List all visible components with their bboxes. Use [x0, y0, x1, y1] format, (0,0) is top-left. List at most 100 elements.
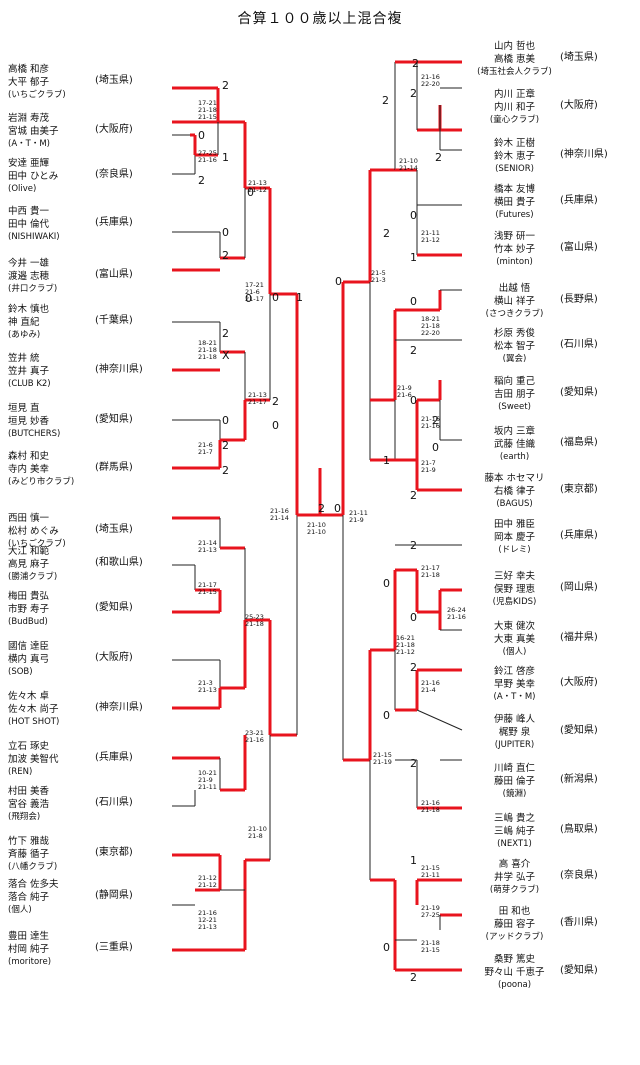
- prefecture-label: (新潟県): [560, 774, 598, 785]
- player-entry: 杉原 秀俊松本 智子(翼会): [462, 327, 567, 366]
- player-name: 鈴木 慎也: [8, 304, 50, 315]
- match-score: 21-16 21-14: [270, 507, 289, 522]
- prefecture-label: (埼玉県): [95, 524, 133, 535]
- player-entry: 鈴木 正樹鈴木 恵子(SENIOR): [462, 137, 567, 176]
- club-name: (ドレミ): [498, 545, 531, 555]
- match-score: 21-9 21-6: [397, 384, 412, 399]
- player-name: 横内 真弓: [8, 654, 50, 665]
- club-name: (アッドクラブ): [485, 932, 544, 942]
- prefecture-label: (大阪府): [560, 100, 598, 111]
- player-name: 内川 正章: [493, 89, 536, 100]
- match-result: 2: [382, 94, 389, 107]
- player-entry: 森村 和史寺内 美幸(みどり市クラブ): [8, 450, 98, 489]
- player-name: 落合 純子: [8, 892, 50, 903]
- match-score: 23-21 21-16: [245, 729, 264, 744]
- player-name: 井学 弘子: [493, 872, 536, 883]
- match-result: 2: [383, 227, 390, 240]
- match-score: 21-11 21-12: [421, 229, 440, 244]
- prefecture-label: (和歌山県): [95, 557, 143, 568]
- player-name: 豊田 達生: [8, 931, 50, 942]
- prefecture-label: (富山県): [95, 269, 133, 280]
- match-score: 21-15 21-19: [373, 751, 392, 766]
- match-result: 0: [334, 502, 341, 515]
- match-score: 21-18 21-15: [421, 939, 440, 954]
- match-score: 21-6 21-7: [198, 441, 213, 456]
- match-result: 0: [410, 295, 417, 308]
- player-name: 今井 一雄: [8, 258, 50, 269]
- match-result: 2: [410, 344, 417, 357]
- match-score: 16-21 21-18 21-12: [396, 634, 415, 656]
- player-entry: 竹下 雅哉斉藤 循子(八幡クラブ): [8, 835, 98, 874]
- player-name: 垣見 直: [8, 403, 40, 414]
- player-name: 岡本 慶子: [493, 532, 536, 543]
- player-entry: 伊藤 峰人梶野 泉(JUPITER): [462, 713, 567, 752]
- player-name: 竹下 雅哉: [8, 836, 50, 847]
- player-entry: 落合 佐多夫落合 純子(個人): [8, 878, 98, 917]
- match-score: 17-21 21-18 21-15: [198, 99, 217, 121]
- match-score: 21-17 21-18: [421, 564, 440, 579]
- club-name: (NISHIWAKI): [8, 232, 60, 242]
- prefecture-label: (福井県): [560, 632, 598, 643]
- player-name: 高橋 恵美: [493, 54, 536, 65]
- player-name: 松本 智子: [493, 341, 536, 352]
- club-name: (minton): [496, 257, 533, 267]
- player-name: 大東 真美: [493, 634, 536, 645]
- match-score: 21-14 21-13: [198, 539, 217, 554]
- player-name: 神 直紀: [8, 317, 40, 328]
- player-name: 早野 美幸: [493, 679, 536, 690]
- prefecture-label: (奈良県): [95, 169, 133, 180]
- match-score: 21-10 21-8: [248, 825, 267, 840]
- match-score: 21-3 21-13: [198, 679, 217, 694]
- player-name: 川崎 直仁: [493, 763, 536, 774]
- match-result: 2: [410, 757, 417, 770]
- prefecture-label: (愛知県): [560, 965, 598, 976]
- player-entry: 笠井 統笠井 真子(CLUB K2): [8, 352, 98, 391]
- prefecture-label: (香川県): [560, 917, 598, 928]
- match-score: 21-17 21-15: [198, 581, 217, 596]
- player-entry: 國信 達臣横内 真弓(SOB): [8, 640, 98, 679]
- player-entry: 村田 美香宮谷 義浩(飛翔会): [8, 785, 98, 824]
- player-name: 藤田 倫子: [493, 776, 536, 787]
- club-name: (さつきクラブ): [485, 309, 544, 319]
- match-score: 21-13 21-17: [248, 391, 267, 406]
- prefecture-label: (愛知県): [560, 725, 598, 736]
- player-name: 高橋 和彦: [8, 64, 50, 75]
- player-name: 竹本 妙子: [493, 244, 536, 255]
- player-entry: 川崎 直仁藤田 倫子(鏡淵): [462, 762, 567, 801]
- club-name: (八幡クラブ): [8, 862, 58, 872]
- player-entry: 安達 亜輝田中 ひとみ(Olive): [8, 157, 98, 196]
- prefecture-label: (愛知県): [560, 387, 598, 398]
- player-name: 鈴木 恵子: [493, 151, 536, 162]
- prefecture-label: (神奈川県): [95, 702, 143, 713]
- player-name: 横山 祥子: [493, 296, 536, 307]
- match-score: 21-16 21-18: [421, 799, 440, 814]
- club-name: (個人): [8, 905, 32, 915]
- match-result: 2: [272, 395, 279, 408]
- player-entry: 鈴木 慎也神 直紀(あゆみ): [8, 303, 98, 342]
- player-entry: 岩淵 寿茂宮城 由美子(A・T・M): [8, 112, 98, 151]
- prefecture-label: (兵庫県): [560, 195, 598, 206]
- player-name: 立石 琢史: [8, 741, 50, 752]
- player-name: 三嶋 純子: [493, 826, 536, 837]
- player-name: 西田 慎一: [8, 513, 50, 524]
- player-name: 出越 悟: [498, 283, 531, 294]
- player-name: 田中 ひとみ: [8, 171, 59, 182]
- match-score: 21-11 21-9: [349, 509, 368, 524]
- prefecture-label: (大阪府): [95, 652, 133, 663]
- club-name: (童心クラブ): [489, 115, 540, 125]
- prefecture-label: (埼玉県): [560, 52, 598, 63]
- match-score: 26-24 21-16: [447, 606, 466, 621]
- player-name: 高 喜介: [498, 859, 531, 870]
- prefecture-label: (長野県): [560, 294, 598, 305]
- match-result: 2: [222, 249, 229, 262]
- match-result: 1: [296, 291, 303, 304]
- match-score: 25-23 21-18: [245, 613, 264, 628]
- match-result: 0: [410, 209, 417, 222]
- prefecture-label: (大阪府): [560, 677, 598, 688]
- prefecture-label: (大阪府): [95, 124, 133, 135]
- player-name: 桑野 篤史: [493, 954, 536, 965]
- match-result: 0: [222, 226, 229, 239]
- player-entry: 内川 正章内川 和子(童心クラブ): [462, 88, 567, 127]
- player-entry: 今井 一雄渡邉 志穂(井口クラブ): [8, 257, 98, 296]
